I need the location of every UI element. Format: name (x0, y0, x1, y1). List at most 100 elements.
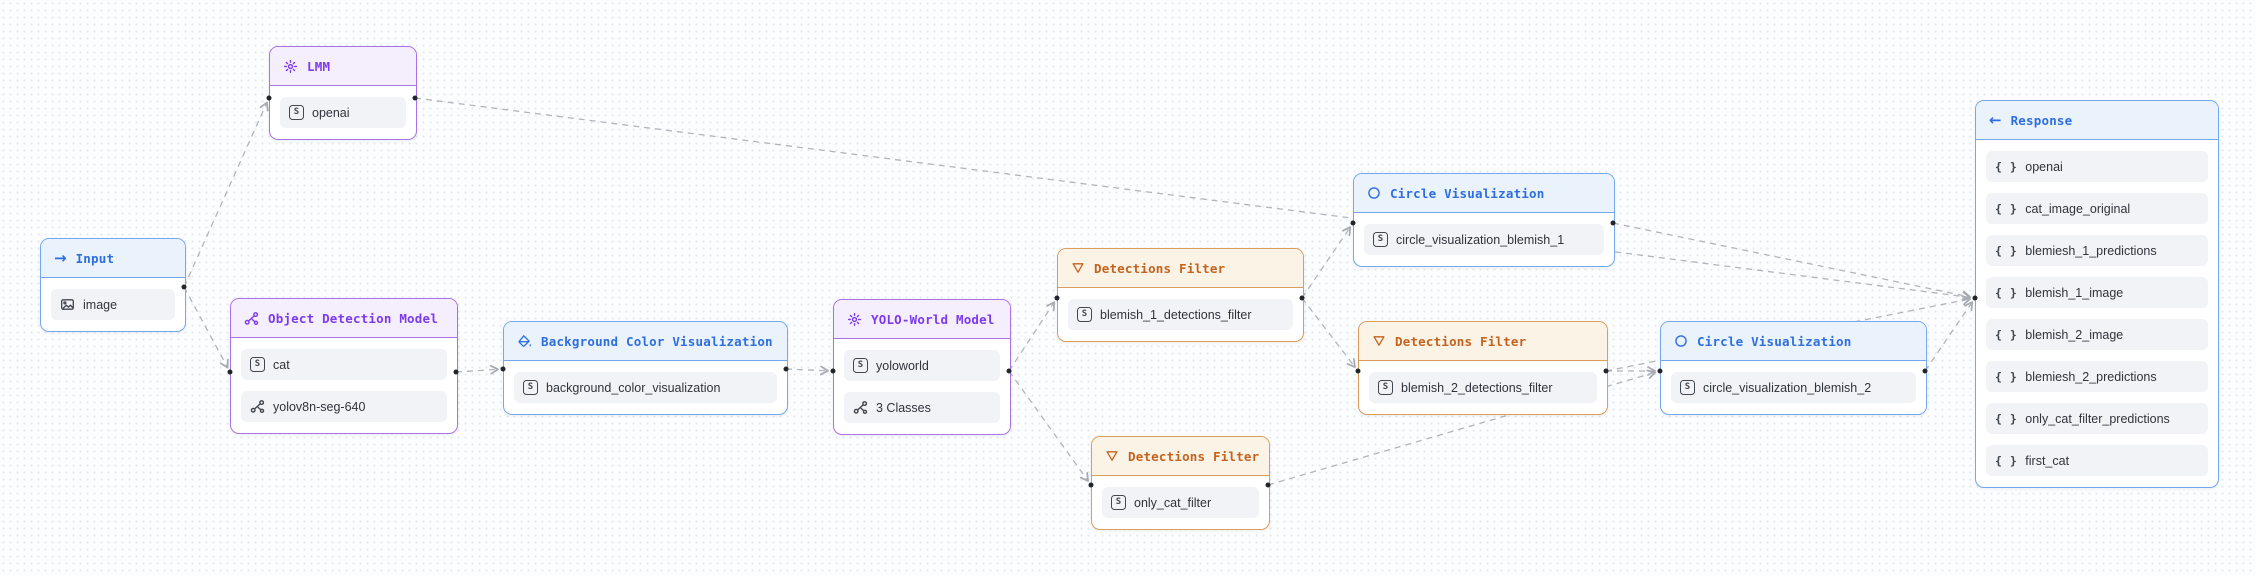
node-title: Circle Visualization (1697, 333, 1852, 349)
port-left-lmm[interactable] (266, 95, 272, 101)
port-left-bcv[interactable] (500, 366, 506, 372)
braces-icon: { } (1995, 243, 2018, 258)
param-label: openai (2025, 159, 2063, 174)
edge-ywm.right-to-df1.left (1008, 301, 1056, 372)
port-right-df1[interactable] (1299, 295, 1305, 301)
gear-icon (847, 312, 862, 327)
param-label: cat (273, 357, 290, 372)
port-left-cv2[interactable] (1657, 368, 1663, 374)
port-left-response[interactable] (1972, 295, 1978, 301)
string-icon: S (1378, 380, 1393, 395)
node-response[interactable]: ←Response{ }openai{ }cat_image_original{… (1975, 100, 2219, 488)
funnel-icon (1105, 449, 1119, 463)
port-right-bcv[interactable] (783, 366, 789, 372)
node-title: Input (75, 250, 115, 266)
port-right-input[interactable] (181, 284, 187, 290)
edge-input.right-to-odm.left (183, 286, 229, 369)
string-icon: S (523, 380, 538, 395)
node-header: Detections Filter (1058, 249, 1303, 288)
port-left-df1[interactable] (1054, 295, 1060, 301)
node-param-row: 3 Classes (844, 392, 1000, 423)
param-label: openai (312, 105, 350, 120)
braces-icon: { } (1995, 453, 2018, 468)
molecule-icon (250, 399, 265, 414)
gear-icon (283, 59, 298, 74)
node-title: LMM (307, 58, 331, 74)
node-title: Background Color Visualization (541, 333, 773, 349)
string-icon: S (250, 357, 265, 372)
string-icon: S (1373, 232, 1388, 247)
node-title: Detections Filter (1395, 333, 1527, 349)
port-right-df3[interactable] (1265, 482, 1271, 488)
param-label: blemish_1_detections_filter (1100, 307, 1252, 322)
param-label: blemish_2_image (2025, 327, 2124, 342)
edge-df1.right-to-cv1.left (1301, 226, 1352, 299)
port-left-cv1[interactable] (1350, 220, 1356, 226)
edge-cv1.right-to-response.left (1612, 222, 1971, 301)
string-icon: S (1111, 495, 1126, 510)
param-label: yolov8n-seg-640 (273, 399, 366, 414)
param-label: blemiesh_1_predictions (2025, 243, 2157, 258)
braces-icon: { } (1995, 159, 2018, 174)
port-left-df2[interactable] (1355, 368, 1361, 374)
param-label: first_cat (2025, 453, 2070, 468)
port-left-ywm[interactable] (830, 368, 836, 374)
node-title: Detections Filter (1128, 448, 1260, 464)
node-param-row: { } openai (1986, 151, 2208, 182)
port-right-lmm[interactable] (412, 95, 418, 101)
port-right-cv1[interactable] (1610, 220, 1616, 226)
paint-bucket-icon (517, 334, 532, 349)
port-right-ywm[interactable] (1006, 368, 1012, 374)
string-icon: S (289, 105, 304, 120)
braces-icon: { } (1995, 201, 2018, 216)
node-param-row: { }blemish_2_image (1986, 319, 2208, 350)
node-header: Background Color Visualization (504, 322, 787, 361)
edge-cv2.right-to-response.left (1924, 301, 1974, 372)
port-right-cv2[interactable] (1922, 368, 1928, 374)
port-right-df2[interactable] (1603, 368, 1609, 374)
edge-bcv.right-to-ywm.left (785, 365, 829, 376)
edge-input.right-to-lmm.left (183, 101, 269, 288)
image-icon (60, 297, 75, 312)
param-label: circle_visualization_blemish_2 (1703, 380, 1872, 395)
node-header: ←Response (1976, 101, 2218, 140)
node-header: LMM (270, 47, 416, 86)
port-right-odm[interactable] (453, 369, 459, 375)
param-label: blemiesh_2_predictions (2025, 369, 2157, 384)
node-param-row: { } cat_image_original (1986, 193, 2208, 224)
param-label: cat_image_original (2025, 201, 2131, 216)
node-param-row: { } first_cat (1986, 445, 2208, 476)
port-left-odm[interactable] (227, 369, 233, 375)
braces-icon: { } (1995, 411, 2018, 426)
node-title: Object Detection Model (268, 310, 438, 326)
braces-icon: { } (1995, 285, 2018, 300)
node-param-row: image (51, 289, 175, 320)
port-left-df3[interactable] (1088, 482, 1094, 488)
param-label: image (83, 297, 118, 312)
molecule-icon (244, 311, 259, 326)
node-title: Circle Visualization (1390, 185, 1545, 201)
edge-odm.right-to-bcv.left (455, 364, 499, 375)
edge-df1.right-to-df2.left (1301, 297, 1356, 368)
node-param-row: yolov8n-seg-640 (241, 391, 447, 422)
string-icon: S (1077, 307, 1092, 322)
